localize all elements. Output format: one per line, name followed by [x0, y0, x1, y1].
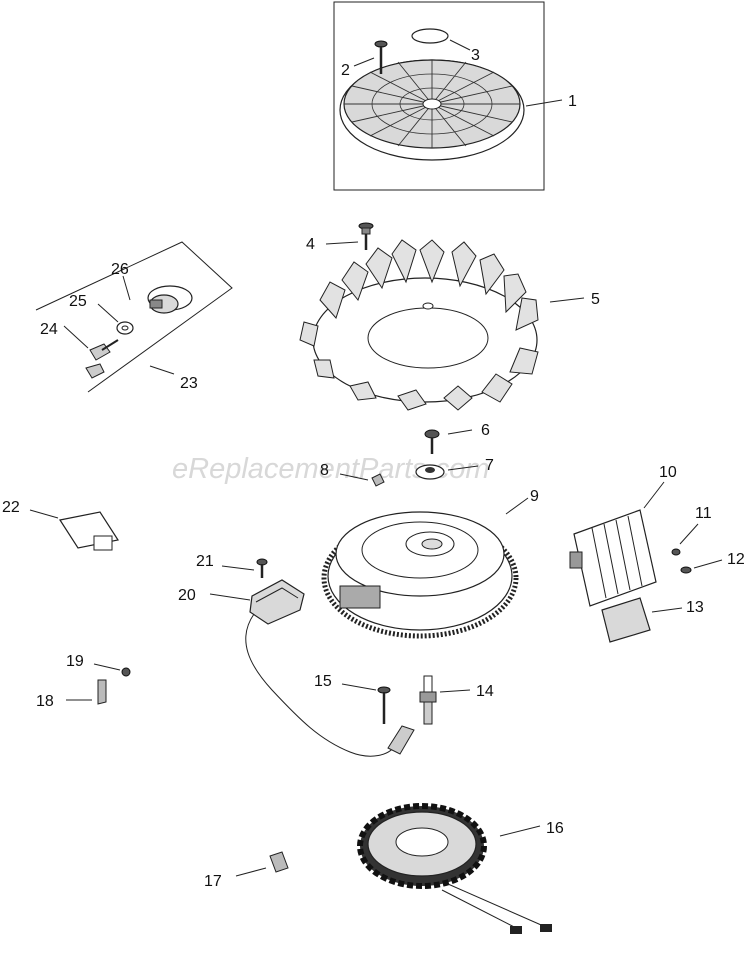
callout-13: 13 [686, 599, 704, 616]
callout-8: 8 [320, 462, 329, 479]
stator-group [357, 803, 552, 934]
connector-part-13 [601, 597, 651, 643]
connector-part-22 [29, 509, 119, 551]
spark-plug-boot [387, 725, 415, 755]
regulator-group [569, 481, 723, 643]
callout-20: 20 [178, 587, 196, 604]
callout-11: 11 [695, 505, 712, 522]
screw-part-4 [358, 222, 374, 250]
ignition-module-part [249, 579, 305, 625]
callout-23: 23 [180, 375, 198, 392]
callout-26: 26 [111, 261, 129, 278]
callout-6: 6 [481, 422, 490, 439]
nut-part-19 [121, 667, 131, 677]
ignition-switch-part [147, 285, 193, 314]
flywheel-hardware-group [339, 429, 479, 487]
callout-12: 12 [727, 551, 745, 568]
callout-25: 25 [69, 293, 87, 310]
callout-24: 24 [40, 321, 58, 338]
clip-part-17 [235, 851, 289, 877]
callout-3: 3 [471, 47, 480, 64]
decal-part [411, 28, 449, 44]
screw-part-12 [680, 566, 692, 574]
key-switch-group [35, 241, 233, 393]
debris-screen-box [333, 1, 545, 191]
callout-labels: 1 2 3 4 5 6 7 8 9 10 11 12 13 14 15 16 1… [2, 47, 745, 890]
hardware-left-group [66, 663, 131, 705]
callout-22: 22 [2, 499, 20, 516]
washer-part-7 [415, 464, 445, 480]
spark-plug-group [341, 675, 471, 725]
washer-part-11 [671, 548, 681, 556]
spark-plug-part [419, 675, 437, 725]
rectifier-regulator-part [569, 509, 657, 607]
ignition-lead-wire [245, 613, 397, 757]
stator-lead-2 [447, 883, 549, 929]
key-part [85, 339, 119, 379]
bracket-part-18 [97, 679, 107, 705]
callout-9: 9 [530, 488, 539, 505]
callout-2: 2 [341, 62, 350, 79]
callout-19: 19 [66, 653, 84, 670]
callout-4: 4 [306, 236, 315, 253]
callout-10: 10 [659, 464, 677, 481]
debris-screen-group [333, 1, 563, 191]
callout-17: 17 [204, 873, 222, 890]
key-switch-panel-outline [35, 241, 233, 393]
fan-group [299, 222, 585, 411]
callout-14: 14 [476, 683, 494, 700]
ignition-module-group [209, 558, 415, 757]
callout-5: 5 [591, 291, 600, 308]
callout-1: 1 [568, 93, 577, 110]
screw-part-21 [256, 558, 268, 578]
screw-part-2 [374, 40, 388, 74]
stator-lead-1 [441, 889, 521, 931]
flywheel-ring-gear [321, 517, 519, 639]
callout-18: 18 [36, 693, 54, 710]
screw-part-6 [424, 429, 440, 454]
flywheel-key-part [371, 473, 385, 487]
callout-15: 15 [314, 673, 332, 690]
screw-part-15 [377, 686, 391, 724]
flywheel-magnet [339, 585, 381, 609]
callout-21: 21 [196, 553, 214, 570]
callout-7: 7 [485, 457, 494, 474]
flywheel-group [321, 497, 529, 639]
callout-16: 16 [546, 820, 564, 837]
